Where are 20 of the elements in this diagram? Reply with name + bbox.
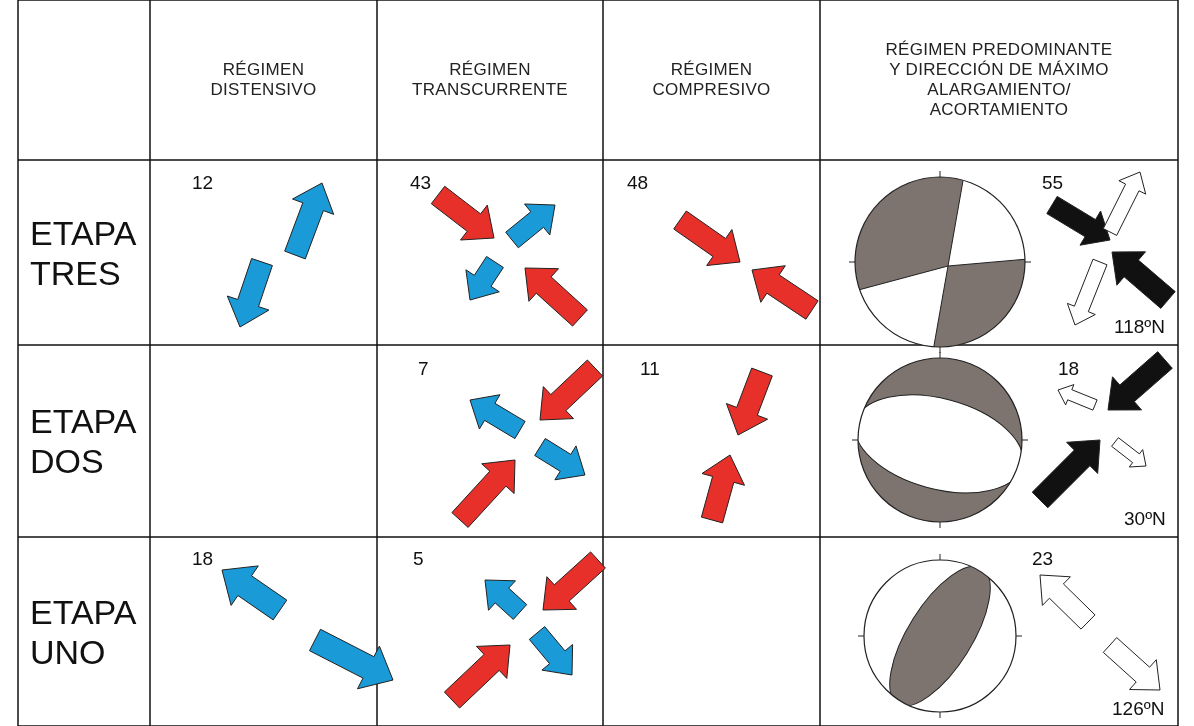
count-number: 55 xyxy=(1042,172,1064,194)
row-header: ETAPA UNO xyxy=(30,591,137,672)
count-number: 48 xyxy=(627,172,649,194)
column-header: RÉGIMEN DISTENSIVO xyxy=(209,60,318,100)
row-header: ETAPA TRES xyxy=(30,212,137,293)
count-number: 18 xyxy=(1058,358,1080,380)
azimuth-label: 126ºN xyxy=(1112,698,1165,720)
column-header: RÉGIMEN TRANSCURRENTE xyxy=(411,60,569,100)
count-number: 12 xyxy=(192,172,214,194)
count-number: 18 xyxy=(192,548,214,570)
column-header: RÉGIMEN PREDOMINANTE Y DIRECCIÓN DE MÁXIMO ALARGAMIENTO/ ACORTAMIENTO xyxy=(884,40,1114,120)
count-number: 5 xyxy=(413,548,424,570)
count-number: 23 xyxy=(1032,548,1054,570)
azimuth-label: 30ºN xyxy=(1124,508,1166,530)
row-header: ETAPA DOS xyxy=(30,401,137,481)
count-number: 7 xyxy=(418,358,429,380)
count-number: 43 xyxy=(410,172,432,194)
count-number: 11 xyxy=(640,358,660,380)
azimuth-label: 118ºN xyxy=(1114,316,1165,338)
column-header: RÉGIMEN COMPRESIVO xyxy=(651,60,772,100)
